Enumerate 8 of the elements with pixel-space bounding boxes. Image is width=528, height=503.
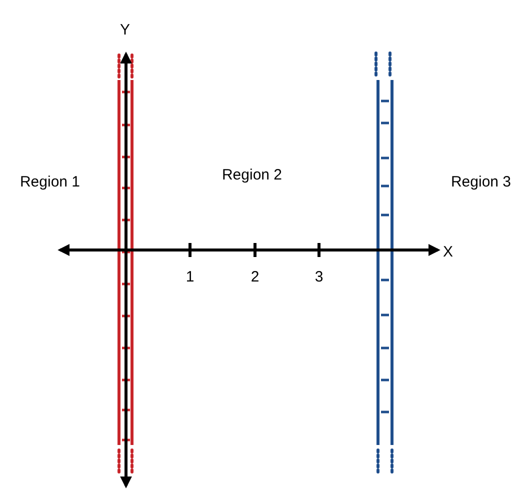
region-label: Region 1: [20, 174, 80, 190]
axis-label: X: [443, 244, 453, 260]
region-label: Region 2: [222, 168, 282, 182]
region-label: Region 3: [450, 174, 512, 190]
tick-label: 3: [314, 270, 324, 284]
tick-label: 2: [250, 270, 260, 284]
axis-label: Y: [120, 22, 130, 38]
tick-label: 1: [186, 270, 194, 284]
